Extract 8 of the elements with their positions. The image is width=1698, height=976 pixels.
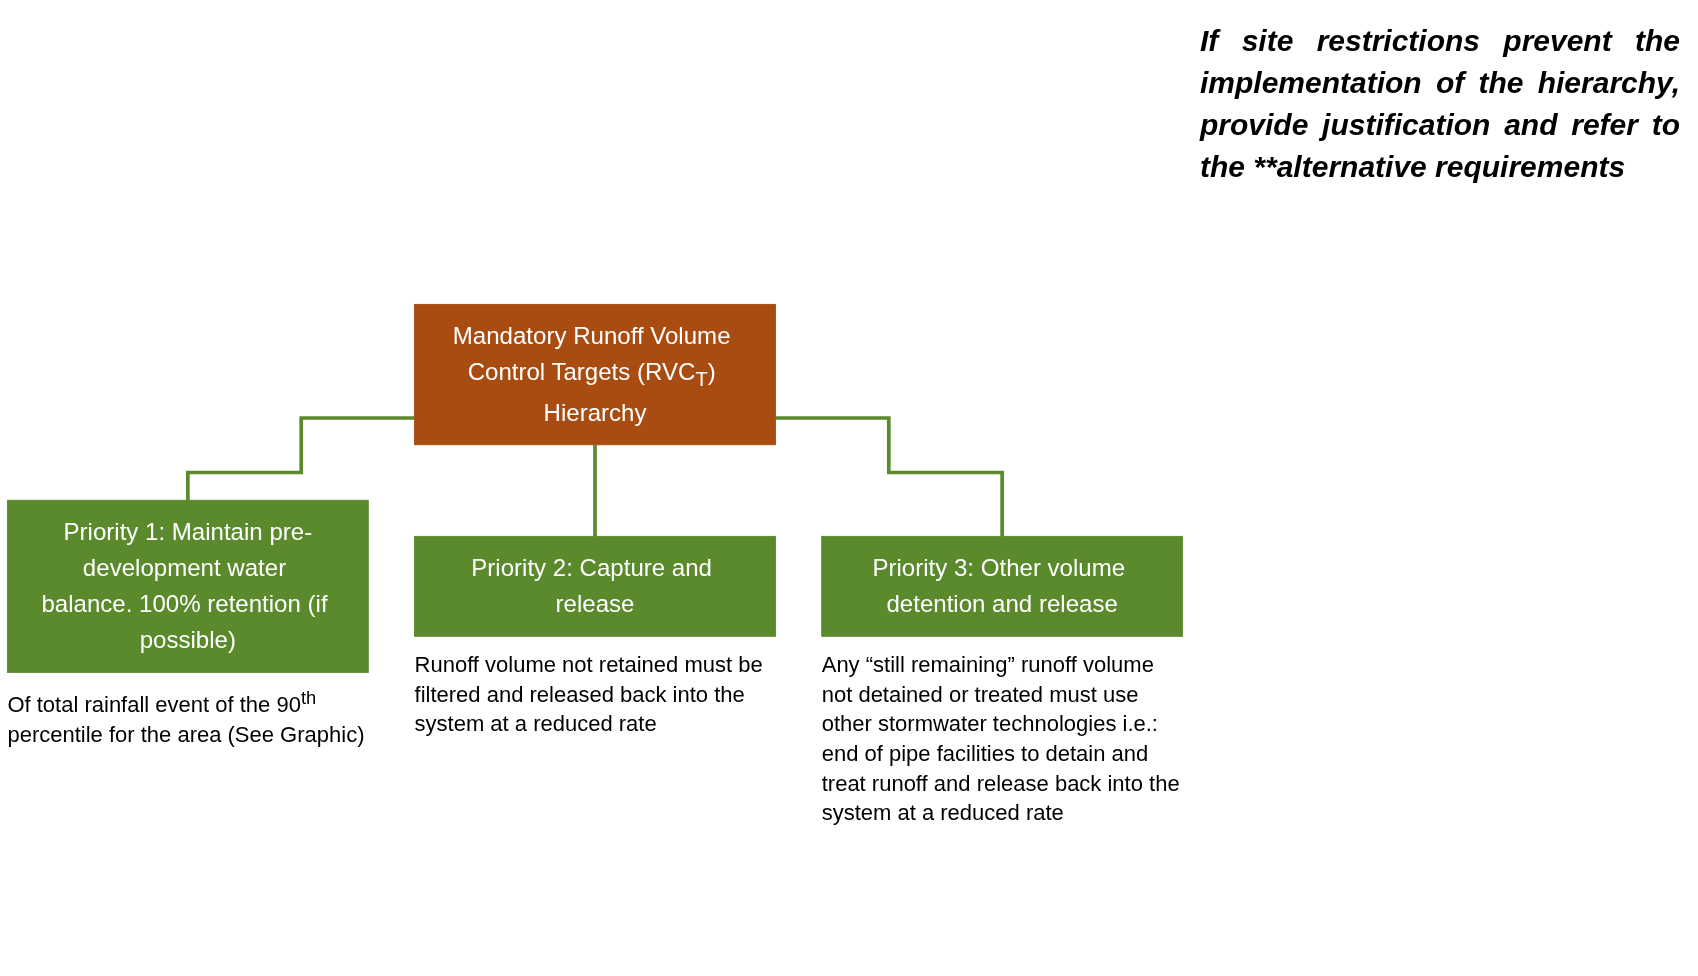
node-box: Priority 2: Capture and release [414, 535, 776, 637]
node-box: Priority 1: Maintain pre-development water balance. 100% retention (if possible) [6, 499, 369, 673]
node-box: Priority 3: Other volume detention and release [821, 535, 1184, 637]
description-text: Of total rainfall event of the 90$^{th}$ percentile for the area (See Graphic) [7, 686, 366, 749]
description-text: Runoff volume not retained must be filtered and released back into the system at a reduced rate [414, 650, 764, 739]
note-text: If site restrictions prevent the implementation of the hierarchy, provide justification and refer to the **alternative requirements [1200, 23, 1680, 185]
node-box: Mandatory Runoff Volume Control Targets (RVC$_{T}$) Hierarchy [414, 303, 776, 445]
description-text: Any “still remaining” runoff volume not detained or treated must use other stormwater technologies i.e.: end of pipe facilities to detain and treat runoff and release back into the system at a reduced rate [821, 650, 1181, 828]
